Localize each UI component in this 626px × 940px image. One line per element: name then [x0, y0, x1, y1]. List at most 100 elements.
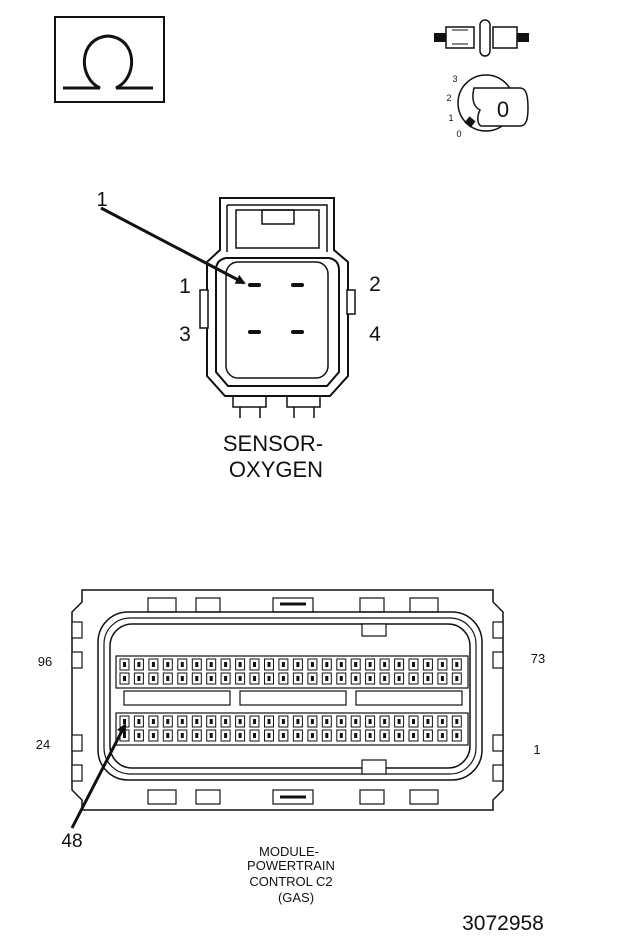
pcm-pin-terminal	[412, 662, 415, 667]
ignition-position-1: 1	[448, 113, 453, 123]
pcm-name-line3: CONTROL C2	[249, 874, 332, 889]
pcm-pin-terminal	[195, 719, 199, 724]
pcm-pin-terminal	[426, 733, 430, 738]
pcm-pin-label-73: 73	[531, 651, 545, 666]
pcm-name-line4: (GAS)	[278, 890, 314, 905]
pcm-pin-terminal	[137, 676, 141, 681]
pcm-pin-terminal	[137, 719, 141, 724]
ignition-position-3: 3	[452, 74, 457, 84]
pcm-pin-terminal	[397, 676, 401, 681]
pcm-pin-terminal	[123, 662, 126, 667]
pcm-pin-terminal	[354, 719, 358, 724]
pcm-pin-terminal	[325, 719, 329, 724]
pcm-pin-terminal	[281, 719, 285, 724]
pcm-pin-terminal	[238, 733, 242, 738]
pcm-pin-terminal	[281, 662, 285, 667]
pcm-pin-terminal	[412, 719, 415, 724]
sensor-pin-label-1: 1	[179, 275, 191, 298]
pcm-pin-terminal	[354, 676, 358, 681]
pcm-pin-terminal	[123, 719, 126, 724]
pcm-pin-terminal	[267, 733, 271, 738]
pcm-callout-label: 48	[61, 831, 82, 852]
key-position-label: 0	[497, 97, 509, 122]
pcm-pin-terminal	[180, 719, 184, 724]
pcm-pin-terminal	[137, 733, 141, 738]
pcm-pin-terminal	[281, 733, 285, 738]
ignition-position-0: 0	[456, 129, 461, 139]
pcm-pin-terminal	[325, 676, 329, 681]
pcm-pin-terminal	[354, 733, 358, 738]
pcm-pin-terminal	[397, 662, 401, 667]
pcm-pin-label-1: 1	[533, 742, 540, 757]
sensor-pin-label-3: 3	[179, 323, 191, 346]
pcm-pin-terminal	[440, 662, 444, 667]
pcm-pin-terminal	[166, 676, 170, 681]
pcm-pin-terminal	[426, 676, 430, 681]
pcm-pin-terminal	[368, 676, 372, 681]
pcm-pin-terminal	[151, 662, 155, 667]
sensor-name-line1: SENSOR-	[223, 431, 323, 456]
pcm-pin-terminal	[151, 676, 155, 681]
pcm-pin-label-96: 96	[38, 654, 52, 669]
pcm-pin-terminal	[180, 733, 184, 738]
pcm-c2-connector	[70, 589, 504, 829]
pcm-pin-terminal	[267, 662, 271, 667]
pcm-pin-terminal	[440, 733, 444, 738]
sensor-pin-4	[291, 330, 304, 334]
pcm-pin-terminal	[195, 733, 199, 738]
pcm-pin-terminal	[339, 662, 343, 667]
pcm-pin-terminal	[253, 719, 256, 724]
pcm-pin-terminal	[267, 719, 271, 724]
pcm-pin-terminal	[253, 662, 256, 667]
pcm-pin-terminal	[455, 662, 459, 667]
pcm-pin-terminal	[397, 733, 401, 738]
pcm-pin-terminal	[296, 719, 300, 724]
pcm-pin-terminal	[368, 733, 372, 738]
pcm-pin-terminal	[267, 676, 271, 681]
pcm-pin-terminal	[238, 662, 242, 667]
ohmmeter-icon	[54, 16, 165, 103]
pcm-pin-terminal	[383, 733, 387, 738]
pcm-pin-terminal	[123, 676, 126, 681]
pcm-pin-terminal	[455, 733, 459, 738]
pcm-pin-terminal	[209, 719, 213, 724]
pcm-pin-terminal	[339, 719, 343, 724]
pcm-pin-terminal	[354, 662, 358, 667]
pcm-pin-terminal	[383, 662, 387, 667]
pcm-pin-terminal	[296, 733, 300, 738]
pcm-pin-terminal	[426, 719, 430, 724]
pcm-pin-terminal	[238, 719, 242, 724]
sensor-pin-label-4: 4	[369, 323, 381, 346]
pcm-pin-terminal	[151, 719, 155, 724]
pcm-pin-terminal	[253, 733, 256, 738]
pcm-pin-terminal	[166, 719, 170, 724]
pcm-name-line1: MODULE-	[259, 844, 319, 859]
sensor-pin-1	[248, 283, 261, 287]
pcm-pin-terminal	[455, 676, 459, 681]
pcm-pin-terminal	[339, 733, 343, 738]
ignition-switch-icon: 0 3 2 1 0	[446, 74, 529, 139]
pcm-pin-terminal	[412, 733, 415, 738]
pcm-pin-grid	[119, 658, 462, 742]
pcm-pin-terminal	[296, 676, 300, 681]
pcm-pin-terminal	[123, 733, 126, 738]
pcm-pin-terminal	[440, 719, 444, 724]
pcm-pin-terminal	[383, 719, 387, 724]
sensor-pin-2	[291, 283, 304, 287]
pcm-pin-terminal	[440, 676, 444, 681]
disconnect-connector-icon	[434, 19, 529, 57]
pcm-pin-terminal	[397, 719, 401, 724]
pcm-pin-terminal	[166, 662, 170, 667]
pcm-pin-terminal	[137, 662, 141, 667]
pcm-pin-terminal	[310, 733, 314, 738]
pcm-pin-terminal	[238, 676, 242, 681]
pcm-pin-terminal	[224, 662, 228, 667]
sensor-name-line2: OXYGEN	[229, 457, 323, 482]
pcm-pin-terminal	[209, 733, 213, 738]
pcm-pin-terminal	[310, 662, 314, 667]
pcm-pin-terminal	[195, 676, 199, 681]
pcm-pin-terminal	[151, 733, 155, 738]
pcm-pin-terminal	[412, 676, 415, 681]
pcm-pin-terminal	[455, 719, 459, 724]
